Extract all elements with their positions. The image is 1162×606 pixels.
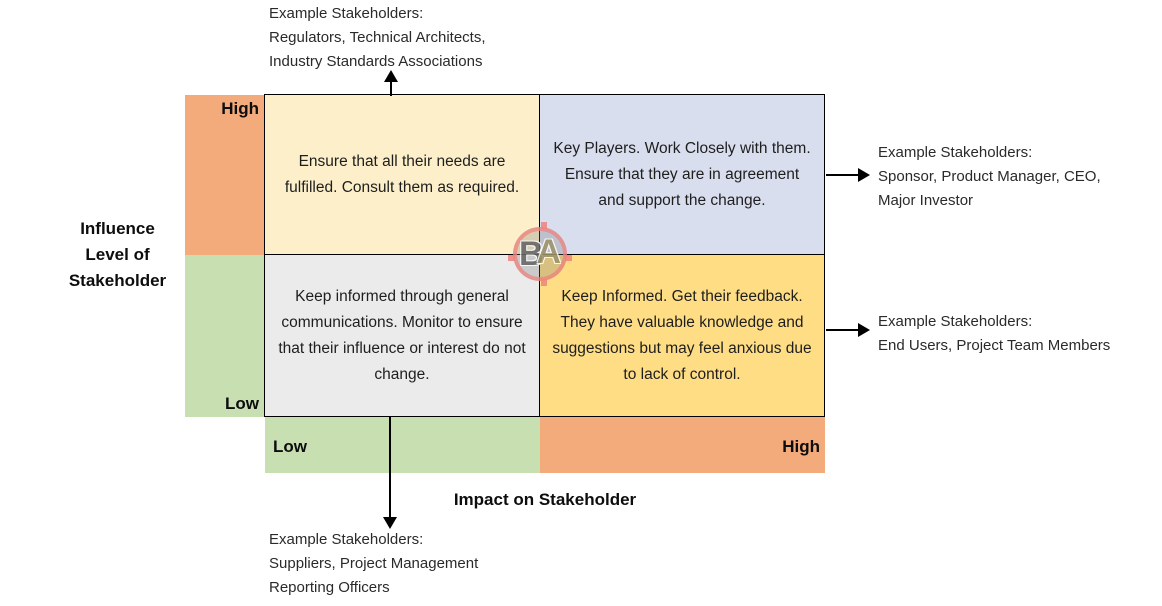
y-axis-title-line: Level of	[85, 245, 150, 264]
quadrant-text: Ensure that all their needs are fulfille…	[284, 152, 520, 196]
y-axis-title-line: Stakeholder	[68, 271, 167, 290]
callout-right-top-stakeholders: Example Stakeholders: Sponsor, Product M…	[878, 141, 1101, 213]
quadrant-high-influence-low-impact: Ensure that all their needs are fulfille…	[265, 95, 540, 255]
x-axis-low-band	[265, 417, 540, 473]
callout-bottom-stakeholders: Example Stakeholders: Suppliers, Project…	[269, 528, 478, 600]
y-axis-high-band	[185, 95, 265, 255]
matrix-grid: Ensure that all their needs are fulfille…	[264, 94, 825, 417]
watermark-tick-icon	[541, 279, 547, 286]
x-axis-high-label: High	[782, 437, 820, 456]
arrow-right-top-line	[826, 174, 859, 176]
callout-line: End Users, Project Team Members	[878, 337, 1111, 354]
arrow-up-icon	[384, 70, 398, 82]
watermark-letter-a: A	[536, 233, 562, 271]
x-axis-title: Impact on Stakeholder	[453, 490, 637, 509]
callout-heading: Example Stakeholders:	[878, 313, 1033, 330]
callout-heading: Example Stakeholders:	[269, 5, 424, 22]
arrow-right-bottom-line	[826, 329, 859, 331]
x-axis-high-band	[540, 417, 825, 473]
watermark-tick-icon	[541, 222, 547, 229]
x-axis-low-label: Low	[273, 437, 307, 456]
quadrant-text: Keep informed through general communicat…	[278, 287, 526, 383]
callout-heading: Example Stakeholders:	[878, 144, 1033, 161]
callout-line: Suppliers, Project Management	[269, 555, 479, 572]
y-axis-title: Influence Level of Stakeholder	[40, 216, 195, 294]
quadrant-low-influence-low-impact: Keep informed through general communicat…	[265, 255, 540, 416]
arrow-down-line	[389, 416, 391, 517]
watermark-letter-b: B	[518, 235, 544, 273]
callout-top-stakeholders: Example Stakeholders: Regulators, Techni…	[269, 2, 486, 74]
arrow-right-bottom-icon	[858, 323, 870, 337]
watermark-tick-icon	[565, 255, 572, 261]
quadrant-low-influence-high-impact: Keep Informed. Get their feedback. They …	[540, 255, 824, 416]
quadrant-high-influence-high-impact: Key Players. Work Closely with them. Ens…	[540, 95, 824, 255]
callout-right-bottom-stakeholders: Example Stakeholders: End Users, Project…	[878, 310, 1110, 358]
arrow-down-icon	[383, 517, 397, 529]
callout-line: Industry Standards Associations	[269, 53, 483, 70]
callout-line: Regulators, Technical Architects,	[269, 29, 486, 46]
y-axis-high-label: High	[221, 99, 259, 118]
y-axis-title-line: Influence	[80, 219, 155, 238]
callout-heading: Example Stakeholders:	[269, 531, 424, 548]
arrow-right-top-icon	[858, 168, 870, 182]
y-axis-low-band	[185, 255, 265, 417]
y-axis-low-label: Low	[225, 394, 259, 413]
ba-logo-watermark: B A	[508, 222, 572, 286]
callout-line: Sponsor, Product Manager, CEO,	[878, 168, 1101, 185]
callout-line: Reporting Officers	[269, 579, 390, 596]
quadrant-text: Keep Informed. Get their feedback. They …	[552, 287, 812, 383]
callout-line: Major Investor	[878, 192, 974, 209]
arrow-up-line	[390, 82, 392, 96]
quadrant-text: Key Players. Work Closely with them. Ens…	[553, 139, 811, 209]
watermark-tick-icon	[508, 255, 515, 261]
